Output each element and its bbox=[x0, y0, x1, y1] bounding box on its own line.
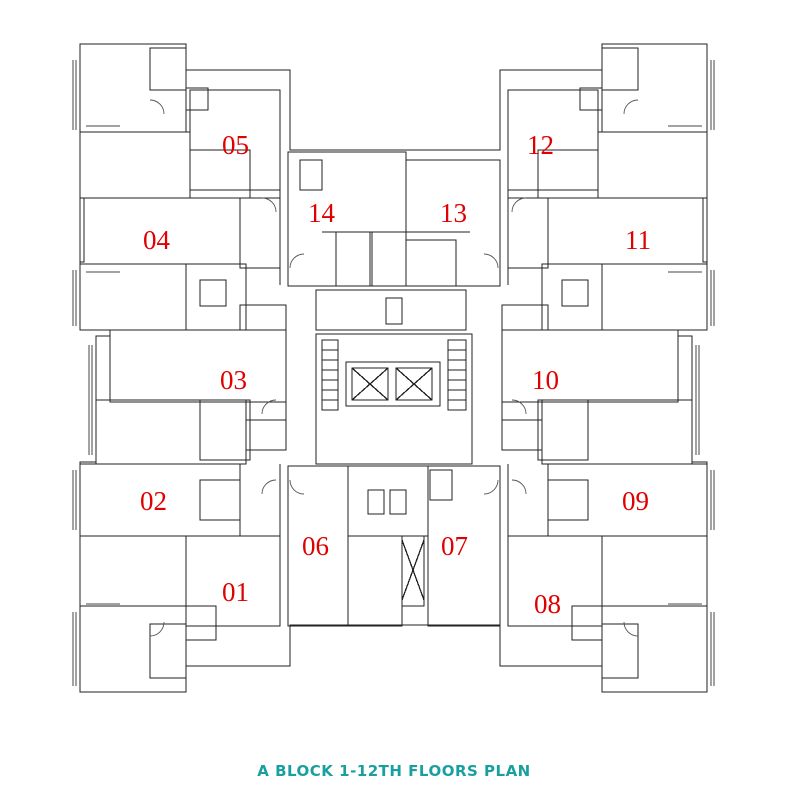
door-swings bbox=[149, 99, 639, 637]
unit-label-05: 05 bbox=[222, 130, 249, 160]
window-hatching bbox=[72, 60, 715, 686]
unit-label-09: 09 bbox=[622, 486, 649, 516]
unit-label-11: 11 bbox=[625, 225, 651, 255]
unit-label-12: 12 bbox=[527, 130, 554, 160]
unit-label-08: 08 bbox=[534, 589, 561, 619]
unit-labels: 05 04 14 13 12 11 03 10 02 09 06 07 01 0… bbox=[140, 130, 651, 619]
plan-caption: A BLOCK 1-12TH FLOORS PLAN bbox=[257, 762, 531, 780]
unit-label-02: 02 bbox=[140, 486, 167, 516]
unit-label-13: 13 bbox=[440, 198, 467, 228]
unit-label-06: 06 bbox=[302, 531, 329, 561]
unit-label-07: 07 bbox=[441, 531, 468, 561]
floor-plan-walls bbox=[79, 43, 708, 693]
unit-label-10: 10 bbox=[532, 365, 559, 395]
unit-label-01: 01 bbox=[222, 577, 249, 607]
unit-label-04: 04 bbox=[143, 225, 171, 255]
unit-label-14: 14 bbox=[308, 198, 336, 228]
unit-label-03: 03 bbox=[220, 365, 247, 395]
